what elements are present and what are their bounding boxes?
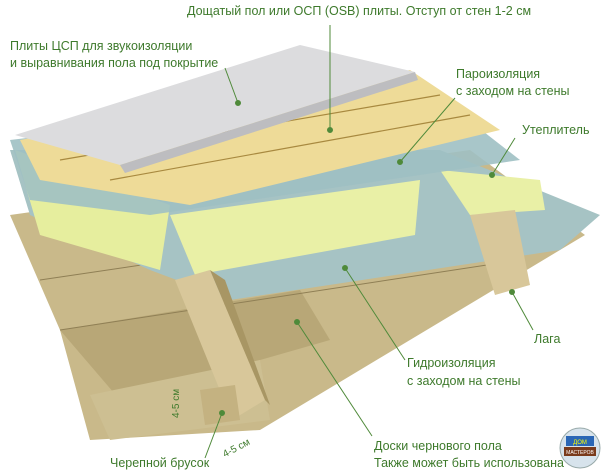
label-hydro-line2: с заходом на стены (407, 374, 521, 388)
joists (175, 210, 530, 425)
label-hydro-line1: Гидроизоляция (407, 356, 496, 370)
label-insulation: Утеплитель (522, 123, 590, 137)
label-csp-line2: и выравнивания пола под покрытие (10, 56, 219, 70)
plank-floor (20, 70, 500, 205)
label-subfloor-line1: Доски чернового пола (374, 439, 502, 453)
csp-slab (15, 45, 415, 165)
label-cranial-bar: Черепной брусок (110, 456, 210, 470)
site-logo: ДОМ МАСТЕРОВ (559, 427, 601, 469)
label-dim-vertical: 4-5 см (171, 388, 182, 418)
logo-text-bottom: МАСТЕРОВ (566, 450, 594, 456)
label-vapor-line2: с заходом на стены (456, 84, 570, 98)
logo-text-top: ДОМ (573, 440, 587, 446)
leader-lines (204, 25, 534, 459)
label-vapor-line1: Пароизоляция (456, 67, 541, 81)
label-subfloor-line2: Также может быть использована (374, 456, 564, 470)
label-plank-floor: Дощатый пол или ОСП (OSB) плиты. Отступ … (187, 4, 532, 18)
label-joist: Лага (534, 332, 561, 346)
label-csp-line1: Плиты ЦСП для звукоизоляции (10, 39, 193, 53)
